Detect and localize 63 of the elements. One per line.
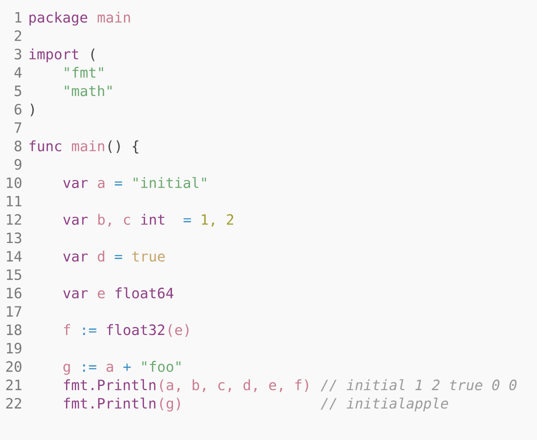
line-number: 1: [15, 12, 22, 22]
code-identifier: (e): [168, 324, 188, 337]
code-identifier: main: [72, 140, 104, 152]
code-string: "math": [64, 85, 112, 96]
code-identifier: (a, b, c, d, e, f): [160, 379, 308, 392]
line-number: 7: [14, 122, 22, 133]
code-keyword: var: [63, 216, 88, 225]
code-keyword: fmt.Println: [64, 398, 156, 408]
code-keyword: fmt.Println: [64, 379, 156, 390]
line-number: 16: [6, 288, 22, 298]
line-number: 15: [6, 269, 22, 280]
code-keyword: func: [30, 140, 62, 152]
code-keyword: float32: [106, 324, 164, 336]
code-identifier: d: [98, 250, 104, 262]
code-keyword: float64: [116, 287, 174, 298]
line-number: 18: [6, 324, 22, 336]
code-operator: +: [123, 364, 131, 371]
code-operator: =: [114, 255, 122, 259]
line-number: 3: [14, 48, 22, 60]
code-literal: true: [132, 251, 165, 262]
line-number: 6: [14, 104, 22, 115]
code-operator: =: [184, 218, 191, 222]
code-identifier: e: [98, 290, 105, 298]
code-comment: // initial 1 2 true 0 0: [320, 379, 517, 392]
code-punctuation: () {: [108, 140, 138, 154]
code-punctuation: ): [30, 104, 34, 116]
code-punctuation: (: [91, 48, 95, 62]
line-number: 17: [6, 306, 22, 317]
code-keyword: import: [29, 48, 78, 62]
line-number: 8: [14, 140, 22, 152]
code-operator: :=: [83, 328, 96, 335]
line-number: 5: [14, 86, 22, 96]
line-number: 20: [6, 361, 22, 372]
code-keyword: var: [63, 180, 88, 188]
line-number: 22: [6, 398, 22, 408]
line-number: 21: [6, 380, 22, 390]
code-keyword: var: [63, 254, 88, 262]
line-number: 12: [6, 214, 22, 225]
code-string: "initial": [134, 177, 206, 188]
code-identifier: a: [98, 180, 104, 188]
code-operator: :=: [83, 364, 96, 372]
code-keyword: var: [63, 290, 88, 298]
line-number: 10: [6, 177, 22, 188]
code-keyword: package: [30, 12, 88, 26]
code-identifier: g: [63, 364, 70, 375]
line-number: 2: [14, 30, 22, 41]
code-identifier: b, c: [98, 214, 130, 227]
code-string: "foo": [142, 360, 180, 372]
code-operator: =: [114, 181, 122, 186]
code-identifier: (g): [160, 398, 180, 412]
code-identifier: main: [98, 12, 130, 23]
line-number: 11: [6, 196, 22, 206]
code-comment: // initialapple: [320, 398, 448, 412]
line-number: 19: [6, 342, 22, 354]
line-number: 9: [14, 159, 22, 170]
line-number: 14: [6, 251, 22, 262]
code-number: 1, 2: [202, 214, 234, 227]
code-identifier: f: [64, 324, 70, 335]
line-number: 13: [6, 232, 22, 244]
code-keyword: int: [141, 214, 164, 225]
line-number: 4: [14, 67, 22, 78]
code-identifier: a: [106, 364, 113, 372]
code-string: "fmt": [64, 66, 103, 78]
